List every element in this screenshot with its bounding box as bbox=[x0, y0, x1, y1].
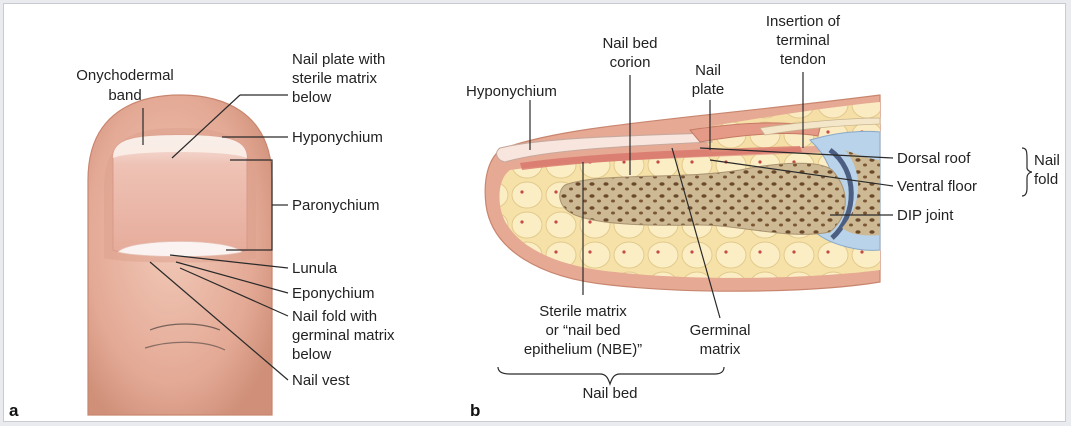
label-nail-fold-b-l2: fold bbox=[1034, 171, 1058, 188]
label-onychodermal-band-l1: Onychodermal bbox=[76, 67, 174, 84]
panel-a-finger bbox=[88, 95, 272, 415]
label-sterile-matrix-l1: Sterile matrix bbox=[539, 303, 627, 320]
panel-a-tag: a bbox=[9, 401, 19, 420]
label-eponychium: Eponychium bbox=[292, 285, 375, 302]
label-nail-plate-l2: sterile matrix bbox=[292, 70, 378, 87]
label-insertion-l2: terminal bbox=[776, 32, 829, 49]
label-germinal-matrix-l1: Germinal bbox=[690, 322, 751, 339]
label-dip-joint: DIP joint bbox=[897, 207, 954, 224]
label-nail-fold-l3: below bbox=[292, 346, 331, 363]
label-nail-plate-l3: below bbox=[292, 89, 331, 106]
label-germinal-matrix-l2: matrix bbox=[700, 341, 741, 358]
label-insertion-l1: Insertion of bbox=[766, 13, 841, 30]
label-sterile-matrix-l3: epithelium (NBE)” bbox=[524, 341, 642, 358]
panel-b-tag: b bbox=[470, 401, 480, 420]
label-insertion-l3: tendon bbox=[780, 51, 826, 68]
label-ventral-floor: Ventral floor bbox=[897, 178, 977, 195]
label-nail-vest: Nail vest bbox=[292, 372, 350, 389]
label-lunula: Lunula bbox=[292, 260, 338, 277]
label-hyponychium-b: Hyponychium bbox=[466, 83, 557, 100]
label-sterile-matrix-l2: or “nail bed bbox=[545, 322, 620, 339]
label-nail-fold-b-l1: Nail bbox=[1034, 152, 1060, 169]
label-hyponychium-a: Hyponychium bbox=[292, 129, 383, 146]
label-paronychium: Paronychium bbox=[292, 197, 380, 214]
label-nail-plate-l1: Nail plate with bbox=[292, 51, 385, 68]
label-onychodermal-band-l2: band bbox=[108, 87, 141, 104]
label-nail-bed-corion-l2: corion bbox=[610, 54, 651, 71]
label-nail-plate-b-l2: plate bbox=[692, 81, 725, 98]
nail-bed-brace bbox=[498, 367, 724, 384]
label-nail-bed-corion-l1: Nail bed bbox=[602, 35, 657, 52]
panel-b-cross-section bbox=[485, 95, 880, 291]
nail-fold-brace bbox=[1022, 148, 1032, 196]
label-nail-bed: Nail bed bbox=[582, 385, 637, 402]
label-nail-fold-l2: germinal matrix bbox=[292, 327, 395, 344]
label-dorsal-roof: Dorsal roof bbox=[897, 150, 971, 167]
label-nail-plate-b-l1: Nail bbox=[695, 62, 721, 79]
label-nail-fold-l1: Nail fold with bbox=[292, 308, 377, 325]
